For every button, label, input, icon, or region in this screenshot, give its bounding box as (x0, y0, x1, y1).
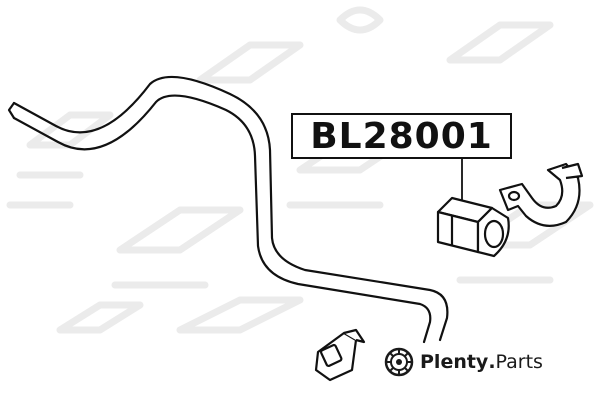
watermark-emblem (336, 6, 384, 34)
watermark-emblem (111, 206, 244, 289)
bracket-bolt-hole (507, 190, 521, 202)
end-link-slot (319, 343, 343, 367)
brand-name-primary: Plenty (420, 351, 489, 373)
watermark-emblem (456, 201, 594, 284)
bracket-body (498, 162, 581, 227)
watermark-layer (6, 6, 594, 334)
stabilizer-bar (7, 75, 449, 344)
bar-outline-inner (12, 94, 432, 344)
bar-end-link (314, 328, 366, 382)
stabilizer-bushing (436, 196, 510, 258)
tire-wheel-icon (384, 347, 414, 377)
watermark-emblem (6, 111, 114, 209)
mounting-bracket (498, 162, 584, 227)
part-number-label: BL28001 (291, 113, 512, 159)
bracket-tab (561, 162, 584, 180)
bushing-bore (483, 219, 505, 249)
brand-watermark: Plenty.Parts (384, 347, 543, 377)
watermark-emblem (196, 21, 554, 84)
bar-outline-outer (12, 75, 449, 342)
brand-separator: . (488, 351, 496, 373)
end-link-tab (343, 328, 366, 344)
watermark-emblem (56, 296, 304, 334)
bar-end-stub (7, 101, 16, 120)
brand-name-secondary: Parts (495, 351, 543, 373)
